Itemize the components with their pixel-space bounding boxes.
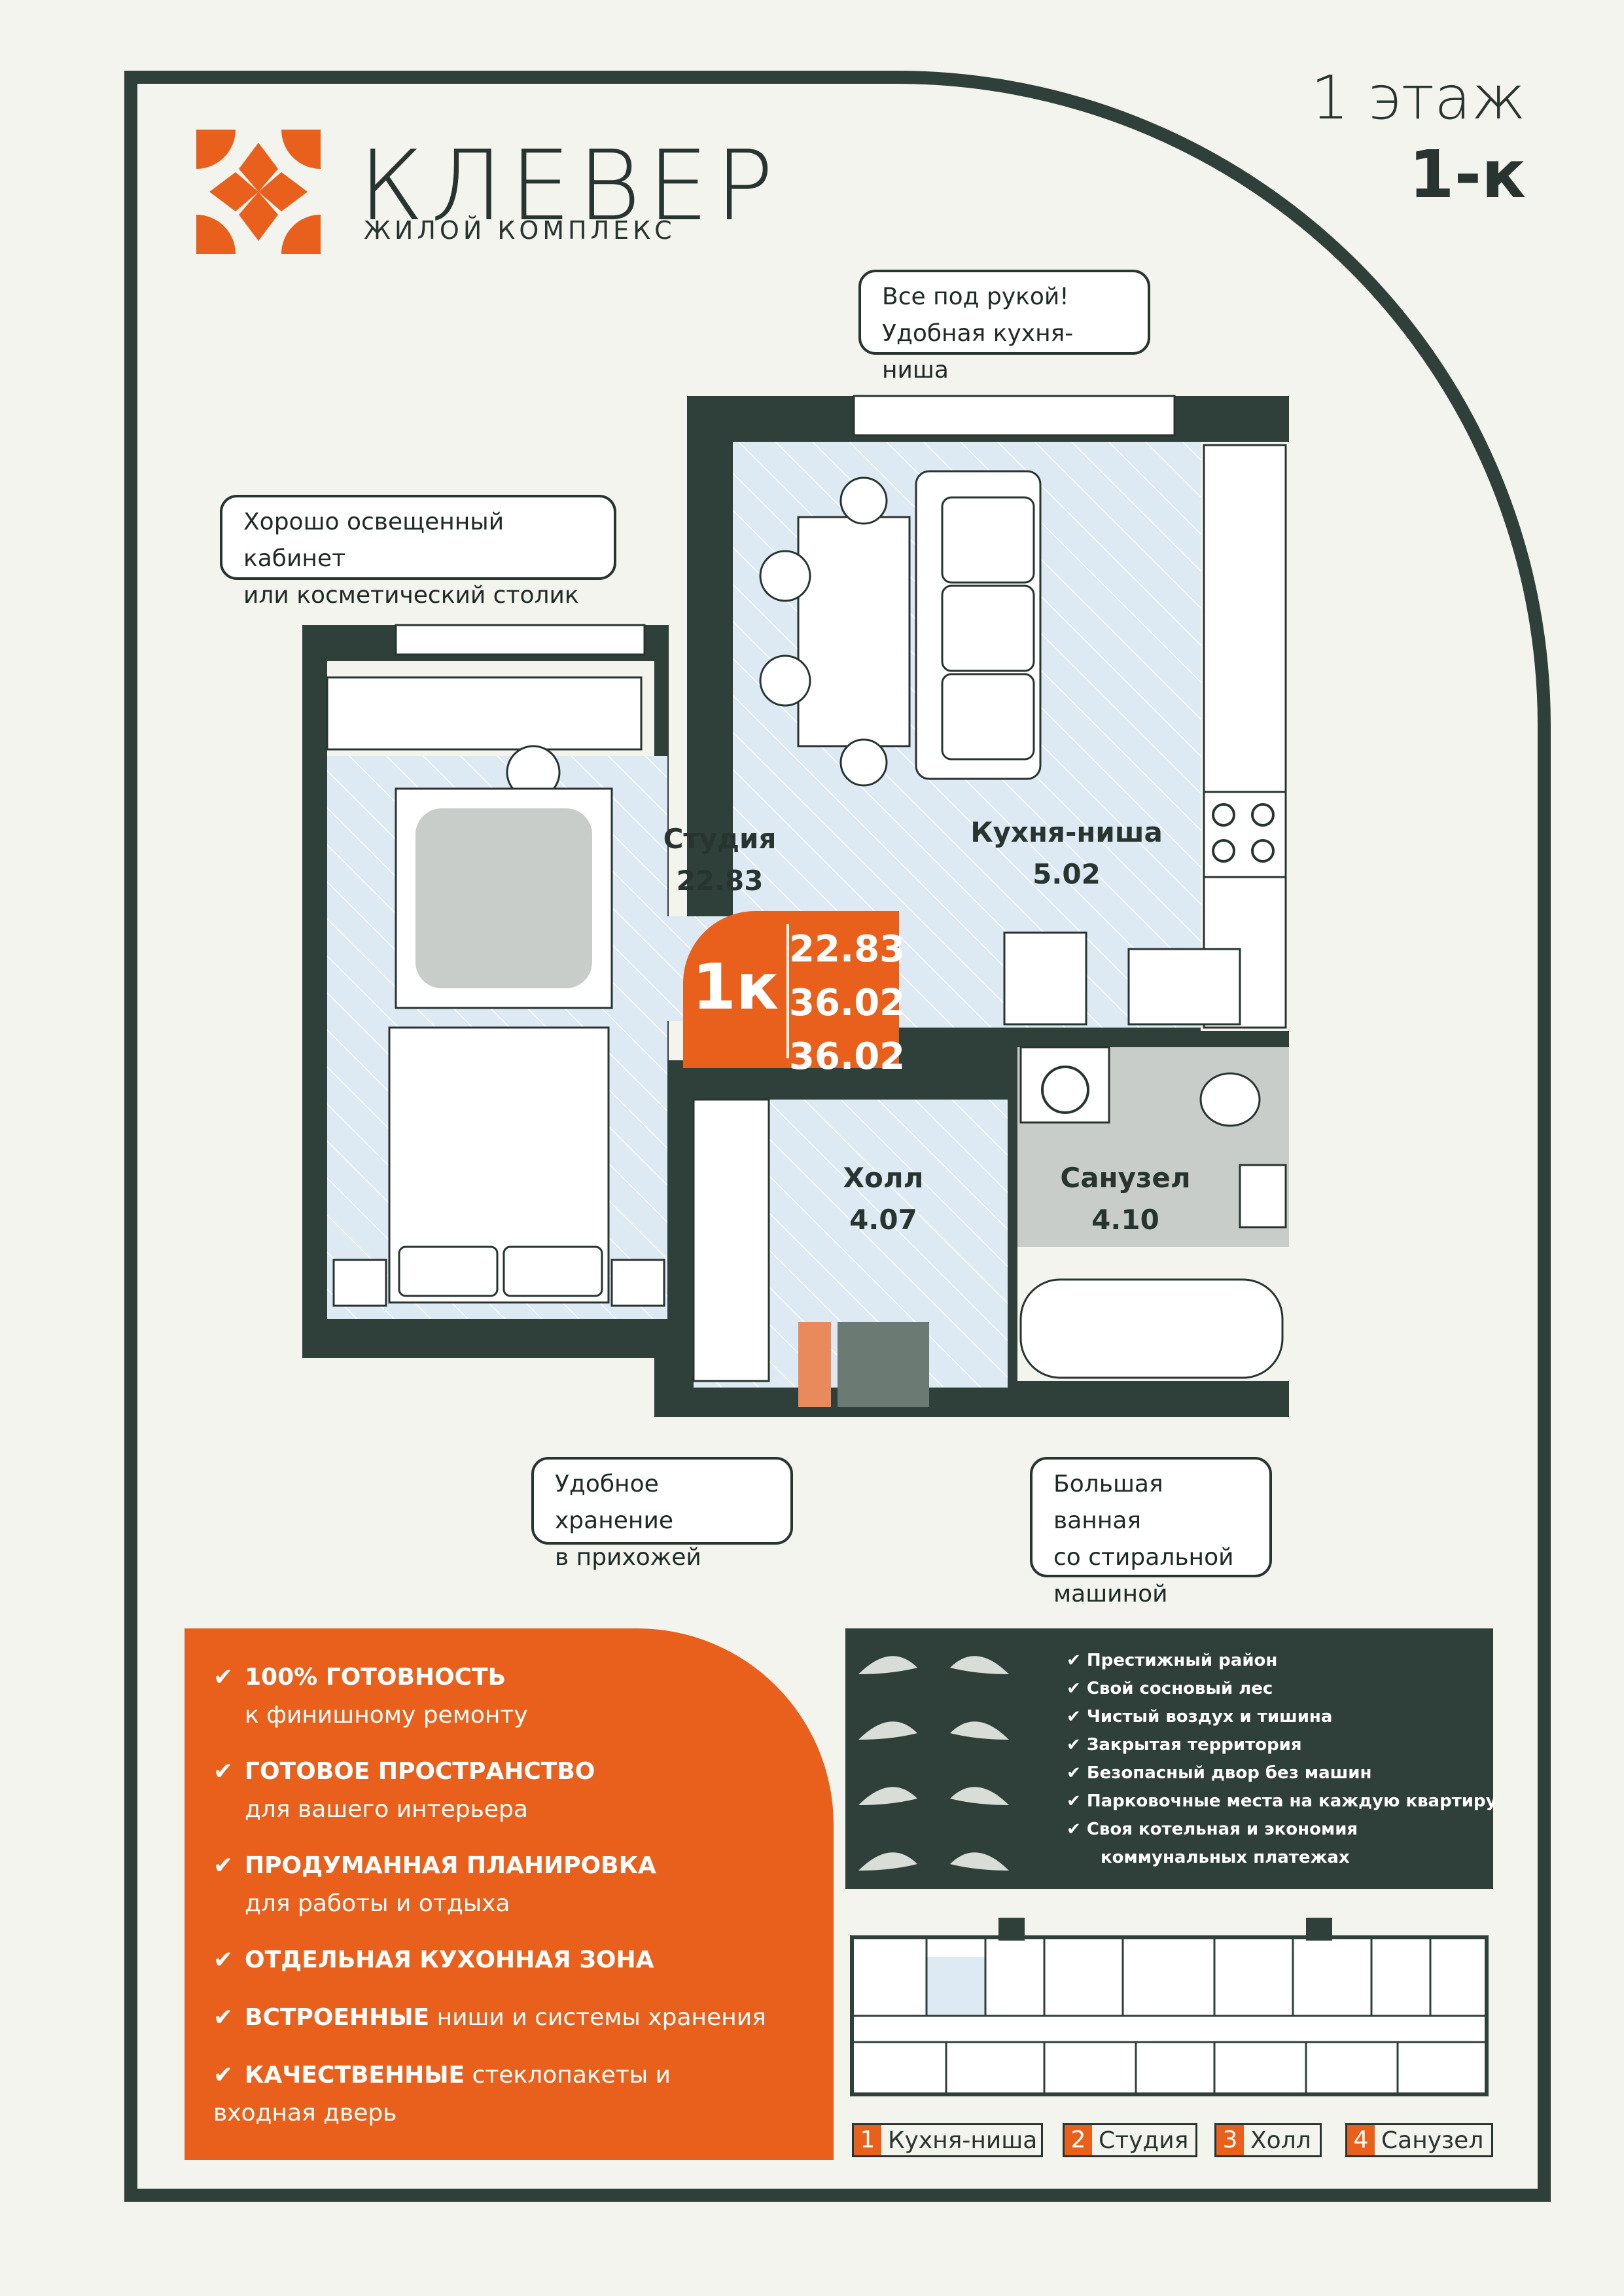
room-studio-area: 22.83 (676, 865, 764, 897)
advantage-item: ✔ Закрытая территория (1067, 1735, 1302, 1755)
callout-storage-line2: в прихожей (555, 1544, 701, 1571)
callout-kitchen-line2: Удобная кухня-ниша (882, 320, 1074, 384)
advantage-item: ✔ Своя котельная и экономия (1067, 1820, 1358, 1839)
legend-label: Кухня-ниша (888, 2126, 1038, 2154)
advantage-item: ✔ Безопасный двор без машин (1067, 1763, 1372, 1783)
advantage-text: Безопасный двор без машин (1086, 1763, 1372, 1783)
feature-title: ГОТОВОЕ ПРОСТРАНСТВО (245, 1758, 595, 1785)
room-hall-area: 4.07 (849, 1204, 917, 1236)
badge-total-area: 36.02 (789, 982, 906, 1024)
callout-office-line1: Хорошо освещенный кабинет (243, 509, 504, 572)
feature-desc: стеклопакеты и входная дверь (213, 2062, 671, 2126)
legend-item-hall: 3 Холл (1214, 2123, 1322, 2157)
advantage-text: коммунальных платежах (1101, 1848, 1350, 1867)
features-panel (185, 1628, 834, 2160)
legend-label: Студия (1099, 2126, 1189, 2154)
feature-item: ✔ВСТРОЕННЫЕ ниши и системы хранения (213, 2004, 766, 2031)
callout-bath-line3: машиной (1053, 1581, 1168, 1607)
advantage-text: Престижный район (1086, 1651, 1278, 1670)
room-bath: Санузел 4.10 (1027, 1157, 1224, 1241)
callout-kitchen-line1: Все под рукой! (882, 283, 1069, 310)
feature-item: ✔ГОТОВОЕ ПРОСТРАНСТВО для вашего интерье… (213, 1753, 595, 1829)
advantage-item: ✔ Свой сосновый лес (1067, 1679, 1273, 1698)
advantage-text: Своя котельная и экономия (1086, 1820, 1358, 1839)
apartment-type: 1-к (1409, 136, 1526, 213)
feature-item: ✔100% ГОТОВНОСТЬ к финишному ремонту (213, 1659, 528, 1734)
room-kitchen-area: 5.02 (1033, 858, 1101, 890)
callout-office-line2: или косметический столик (243, 582, 579, 609)
room-hall-name: Холл (843, 1162, 924, 1194)
callout-office: Хорошо освещенный кабинет или косметичес… (220, 495, 616, 609)
feature-desc: для вашего интерьера (245, 1796, 528, 1823)
legend-label: Холл (1250, 2126, 1311, 2154)
callout-bath: Большая ванная со стиральной машиной (1030, 1457, 1272, 1607)
feature-desc: к финишному ремонту (245, 1702, 528, 1729)
advantage-text: Свой сосновый лес (1086, 1679, 1273, 1698)
room-kitchen: Кухня-ниша 5.02 (942, 812, 1191, 895)
feature-title: ОТДЕЛЬНАЯ КУХОННАЯ ЗОНА (245, 1946, 654, 1973)
legend-item-kitchen: 1 Кухня-ниша (852, 2123, 1043, 2157)
callout-bath-line1: Большая ванная (1053, 1471, 1163, 1534)
feature-title: 100% ГОТОВНОСТЬ (245, 1664, 506, 1691)
callout-bath-line2: со стиральной (1053, 1544, 1234, 1571)
badge-type: 1к (692, 950, 779, 1024)
advantage-text: Чистый воздух и тишина (1086, 1707, 1333, 1727)
area-badge-shape (683, 911, 899, 1068)
legend-num: 4 (1347, 2125, 1375, 2155)
advantage-item: ✔ Чистый воздух и тишина (1067, 1707, 1333, 1727)
advantages-panel (845, 1628, 1493, 1889)
room-kitchen-name: Кухня-ниша (970, 816, 1163, 848)
legend-item-bath: 4 Санузел (1345, 2123, 1493, 2157)
building-floor-plan (850, 1918, 1489, 2096)
callout-storage-line1: Удобное хранение (555, 1471, 673, 1534)
room-bath-name: Санузел (1060, 1162, 1191, 1194)
advantage-item: ✔ Парковочные места на каждую квартиру (1067, 1791, 1497, 1811)
advantage-item: ✔ Престижный район (1067, 1651, 1278, 1670)
room-studio: Студия 22.83 (622, 818, 818, 902)
brand-subtitle: ЖИЛОЙ КОМПЛЕКС (364, 216, 676, 245)
feature-item: ✔ПРОДУМАННАЯ ПЛАНИРОВКА для работы и отд… (213, 1847, 656, 1923)
callout-storage: Удобное хранение в прихожей (531, 1457, 793, 1571)
badge-areas: 22.83 36.02 36.02 (789, 923, 906, 1084)
legend-num: 2 (1065, 2125, 1092, 2155)
leaf-pattern-icon (858, 1656, 1009, 1871)
room-bath-area: 4.10 (1091, 1204, 1159, 1236)
feature-item: ✔КАЧЕСТВЕННЫЕ стеклопакеты и входная две… (213, 2062, 671, 2126)
feature-title: ПРОДУМАННАЯ ПЛАНИРОВКА (245, 1852, 656, 1879)
advantage-text: Парковочные места на каждую квартиру (1086, 1791, 1497, 1811)
room-studio-name: Студия (663, 823, 777, 855)
legend-item-studio: 2 Студия (1063, 2123, 1197, 2157)
legend-num: 1 (854, 2125, 881, 2155)
feature-desc: ниши и системы хранения (436, 2004, 766, 2031)
feature-desc: для работы и отдыха (245, 1890, 510, 1917)
feature-title: ВСТРОЕННЫЕ (245, 2004, 430, 2031)
callout-kitchen: Все под рукой! Удобная кухня-ниша (858, 270, 1150, 384)
clover-logo-icon (196, 130, 321, 254)
room-hall: Холл 4.07 (785, 1157, 981, 1241)
advantage-item: коммунальных платежах (1067, 1844, 1350, 1871)
badge-living-area: 22.83 (789, 928, 906, 971)
feature-title: КАЧЕСТВЕННЫЕ (245, 2062, 465, 2089)
badge-total-area-2: 36.02 (789, 1035, 906, 1078)
floor-plan (302, 395, 1289, 1417)
legend-num: 3 (1216, 2125, 1244, 2155)
feature-item: ✔ОТДЕЛЬНАЯ КУХОННАЯ ЗОНА (213, 1946, 654, 1973)
legend-label: Санузел (1381, 2126, 1484, 2154)
floor-label: 1 этаж (1311, 63, 1526, 133)
advantage-text: Закрытая территория (1086, 1735, 1302, 1755)
brand-name: КЛЕВЕР (359, 130, 781, 242)
